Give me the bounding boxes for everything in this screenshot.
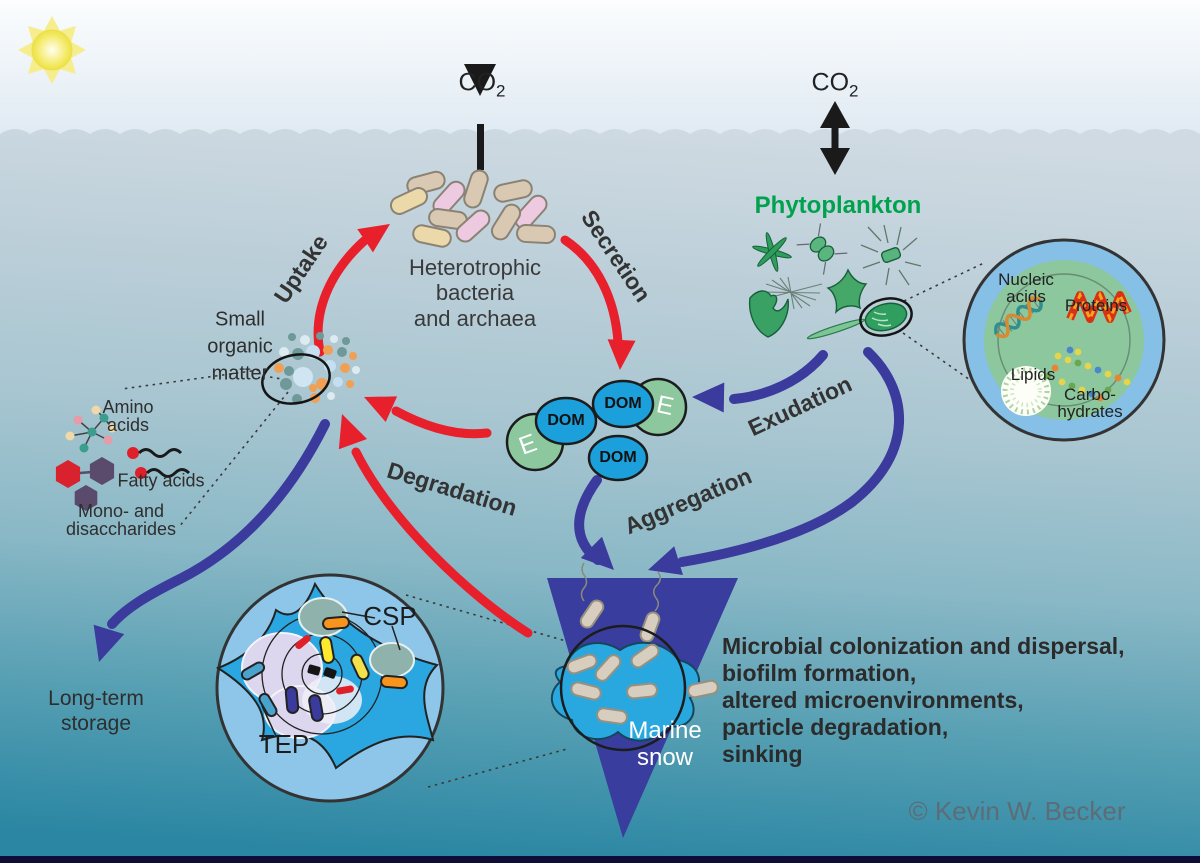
label-line: disaccharides [65,519,177,539]
label-line: hydrates [1057,402,1123,421]
label-line: Nucleic [998,270,1054,289]
dna-helix-icon [994,296,1043,339]
marine-snow-magnifier-outline [559,624,687,752]
co2-exchange-arrow [820,101,850,175]
dom-label: DOM [599,448,637,466]
marine-snow-funnel [547,562,738,838]
label-line: storage [60,712,132,735]
dom-blob [591,379,655,429]
label-line: particle degradation, [722,714,949,740]
nucleic-acids-label: Nucleic acids [998,271,1054,305]
dom-enzyme-group [505,377,688,482]
secretion-arrow [560,235,623,347]
label-line: altered microenvironments, [722,687,1024,713]
long-term-storage-arrow [107,419,330,629]
label-line: biofilm formation, [722,660,917,686]
tep-label: TEP [258,729,310,760]
lipid-liposome-icon [1001,366,1051,416]
label-line: and archaea [413,305,537,331]
label-line: Microbial colonization and dispersal, [722,633,1125,659]
carbohydrates-label: Carbo- hydrates [1057,386,1122,420]
exudation-arrow [729,350,828,404]
magnified-cell-outline [859,297,913,337]
label-line: Long-term [48,687,144,710]
protein-ribbon-icon [1066,291,1132,323]
dom-label: DOM [547,411,585,429]
long-term-storage-label: Long-term storage [48,686,144,736]
label-line: sinking [722,741,803,767]
copyright-credit: © Kevin W. Becker [908,796,1126,827]
co2-release-arrow [464,64,496,170]
fatty-acid-molecules [127,447,191,479]
degradation-arrow-from-snow [351,447,533,638]
label-line: snow [636,744,694,771]
amino-acid-molecule [65,405,117,453]
dom-blob [534,396,598,446]
label-line: Mono- and [77,501,165,521]
degradation-arrow-from-dom [391,406,492,439]
aggregation-arrow-from-phyto [677,347,905,567]
co2-text: CO [811,68,850,97]
co2-right-label: CO2 [812,69,859,102]
co2-left-label: CO2 [459,69,506,102]
lipids-label: Lipids [1010,365,1056,385]
fatty-acids-label: Fatty acids [117,470,205,491]
co2-subscript: 2 [496,81,506,101]
marine-snow-label: Marine snow [628,717,701,771]
gel-particle-inset [215,573,445,803]
sun-icon [18,16,86,84]
cell-composition-inset [962,238,1166,442]
label-line: bacteria [435,280,515,306]
saccharide-molecules [55,457,115,511]
co2-text: CO [458,68,497,97]
label-line: matter [211,362,269,385]
csp-label: CSP [363,601,417,632]
bottom-border-bar [0,856,1200,863]
small-organic-matter-dots [261,332,360,405]
label-line: acids [1006,287,1046,306]
dom-blob [587,434,649,482]
heterotrophic-bacteria-cluster [389,169,556,248]
particle-effects-text: Microbial colonization and dispersal, bi… [722,633,1125,768]
label-line: organic [207,335,273,358]
indigo-flow-arrows [93,347,905,662]
phytoplankton-cluster [748,223,922,340]
small-organic-matter-label: Small organic matter [207,307,273,388]
dom-label: DOM [604,394,642,412]
saccharides-label: Mono- and disaccharides [66,502,176,538]
proteins-label: Proteins [1064,296,1128,316]
phytoplankton-label: Phytoplankton [754,192,922,220]
amino-acids-label: Amino acids [102,398,153,434]
label-line: Carbo- [1064,385,1116,404]
co2-subscript: 2 [849,81,859,101]
red-cycle-arrows [313,224,636,638]
sky-background [0,0,1200,150]
label-line: Heterotrophic [408,255,542,281]
label-line: Amino [102,397,154,417]
carbohydrate-chain-icon [1044,346,1131,402]
label-line: Marine [628,717,702,744]
heterotrophic-bacteria-label: Heterotrophic bacteria and archaea [409,255,541,331]
label-line: acids [106,415,150,435]
label-line: Small [214,308,266,331]
